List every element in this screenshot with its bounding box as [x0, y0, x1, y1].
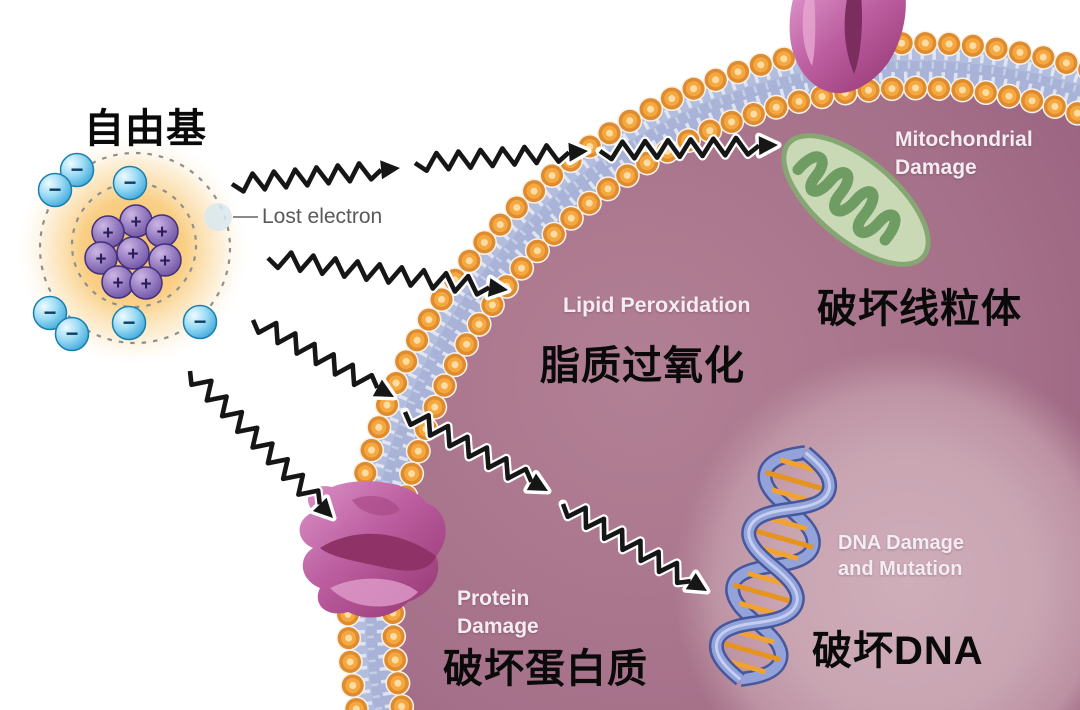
- zigzag-arrow: [372, 379, 394, 397]
- svg-text:+: +: [102, 223, 113, 244]
- svg-text:−: −: [49, 177, 62, 202]
- zigzag-arrow: [312, 497, 333, 518]
- proton: +: [101, 265, 135, 299]
- zigzag-arrow: [568, 142, 588, 162]
- electron: −: [37, 172, 73, 208]
- svg-text:−: −: [44, 300, 57, 325]
- mitochondrion: [781, 133, 931, 267]
- electron-orbit-outer: [38, 151, 232, 345]
- protein-channel-top: [789, 0, 906, 94]
- proton: +: [116, 236, 150, 270]
- svg-text:−: −: [124, 170, 137, 195]
- svg-text:−: −: [194, 309, 207, 334]
- electron: −: [32, 295, 68, 331]
- electron: −: [182, 304, 218, 340]
- atom-nucleus: + + + + + + + +: [84, 204, 182, 300]
- svg-text:+: +: [130, 212, 141, 233]
- proton: +: [148, 243, 182, 277]
- lost-electron-ghost: [204, 203, 232, 231]
- zigzag-arrow: [187, 370, 323, 505]
- cell: [372, 67, 1080, 710]
- zigzag-arrow: [413, 143, 571, 173]
- svg-text:−: −: [123, 310, 136, 335]
- zigzag-arrow: [250, 319, 380, 389]
- zigzag-arrow: [598, 135, 761, 162]
- free-radical-atom: + + + + + + + + − − − − − − −: [15, 132, 258, 368]
- proton: +: [129, 266, 163, 300]
- zigzag-arrow: [758, 136, 778, 156]
- zigzag-arrow: [685, 573, 707, 591]
- svg-text:+: +: [95, 249, 106, 270]
- svg-text:+: +: [112, 273, 123, 294]
- svg-text:+: +: [159, 251, 170, 272]
- zigzag-arrow: [230, 161, 383, 194]
- svg-text:+: +: [140, 274, 151, 295]
- zigzag-arrow: [380, 160, 400, 180]
- electron: −: [112, 165, 148, 201]
- atom-electrons: − − − − − − −: [32, 152, 218, 352]
- electron: −: [111, 305, 147, 341]
- proton: +: [84, 241, 118, 275]
- zigzag-arrow: [487, 278, 508, 297]
- electron: −: [54, 316, 90, 352]
- dna-helix: [708, 445, 838, 687]
- zigzag-arrow: [402, 411, 534, 483]
- zigzag-arrow: [560, 503, 691, 586]
- svg-text:−: −: [71, 157, 84, 182]
- electron: −: [59, 152, 95, 188]
- radical-attack-arrows: [185, 132, 782, 595]
- zigzag-arrow: [266, 250, 491, 297]
- svg-text:+: +: [156, 222, 167, 243]
- svg-text:−: −: [66, 321, 79, 346]
- protein-channel-left: [299, 481, 446, 618]
- svg-text:+: +: [127, 244, 138, 265]
- proton: +: [145, 214, 179, 248]
- mitochondrion-cristae: [792, 151, 901, 246]
- zigzag-arrow: [526, 473, 548, 491]
